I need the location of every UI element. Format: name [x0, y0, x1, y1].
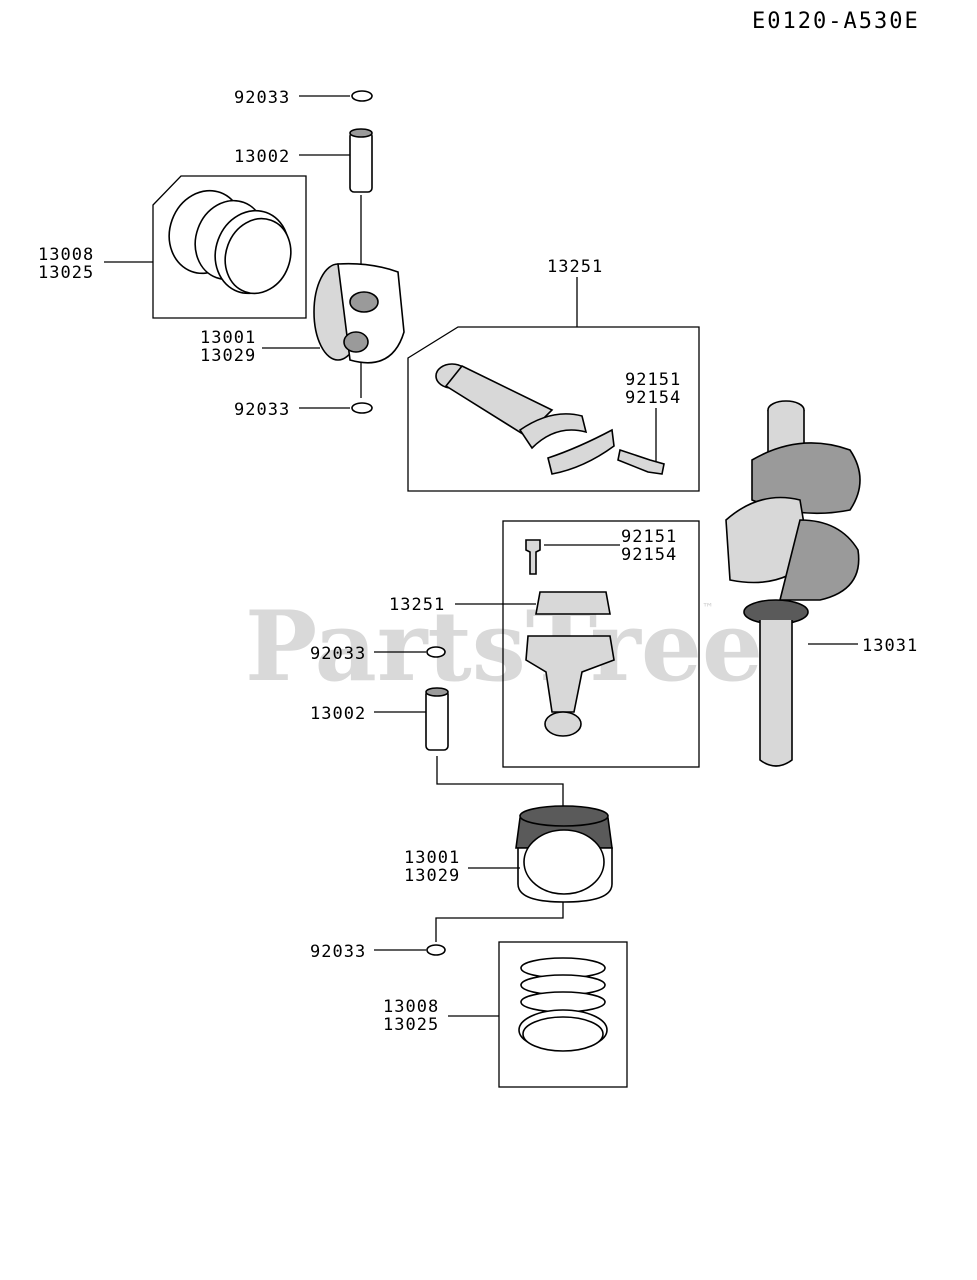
upper-circlip-bottom[interactable]	[299, 402, 373, 414]
lower-piston-pin[interactable]	[374, 687, 564, 808]
upper-rod-label[interactable]: 13251	[547, 257, 603, 277]
crankshaft-label[interactable]: 13031	[862, 636, 918, 656]
upper-piston-label-a[interactable]: 13001	[200, 328, 256, 348]
upper-piston-pin[interactable]	[299, 128, 373, 280]
upper-circlip-top-label[interactable]: 92033	[234, 88, 290, 108]
upper-rings-label-b[interactable]: 13025	[38, 263, 94, 283]
lower-circlip-bottom[interactable]	[374, 944, 446, 956]
lower-piston-label-a[interactable]: 13001	[404, 848, 460, 868]
lower-connecting-rod[interactable]	[455, 520, 700, 768]
lower-circlip-top[interactable]	[374, 646, 446, 658]
lower-circlip-bottom-label[interactable]: 92033	[310, 942, 366, 962]
upper-rings-label-a[interactable]: 13008	[38, 245, 94, 265]
lower-pin-label[interactable]: 13002	[310, 704, 366, 724]
upper-bolt-label-a[interactable]: 92151	[625, 370, 681, 390]
lower-piston-label-b[interactable]: 13029	[404, 866, 460, 886]
upper-circlip-top[interactable]	[299, 90, 373, 102]
lower-bolt-label-a[interactable]: 92151	[621, 527, 677, 547]
upper-piston-rings[interactable]	[104, 175, 307, 319]
upper-piston[interactable]	[262, 262, 405, 398]
upper-piston-label-b[interactable]: 13029	[200, 346, 256, 366]
upper-connecting-rod[interactable]	[407, 277, 700, 492]
lower-rings-label-b[interactable]: 13025	[383, 1015, 439, 1035]
lower-piston[interactable]	[435, 805, 613, 942]
lower-rings-label-a[interactable]: 13008	[383, 997, 439, 1017]
upper-circlip-bottom-label[interactable]: 92033	[234, 400, 290, 420]
upper-pin-label[interactable]: 13002	[234, 147, 290, 167]
lower-circlip-top-label[interactable]: 92033	[310, 644, 366, 664]
upper-bolt-label-b[interactable]: 92154	[625, 388, 681, 408]
lower-piston-rings[interactable]	[448, 941, 628, 1088]
diagram-code: E0120-A530E	[752, 9, 920, 34]
lower-bolt-label-b[interactable]: 92154	[621, 545, 677, 565]
watermark-trademark: ™	[702, 601, 714, 615]
lower-rod-label[interactable]: 13251	[389, 595, 445, 615]
crankshaft[interactable]	[725, 400, 861, 767]
partstree-watermark: PartsTree	[245, 590, 763, 703]
